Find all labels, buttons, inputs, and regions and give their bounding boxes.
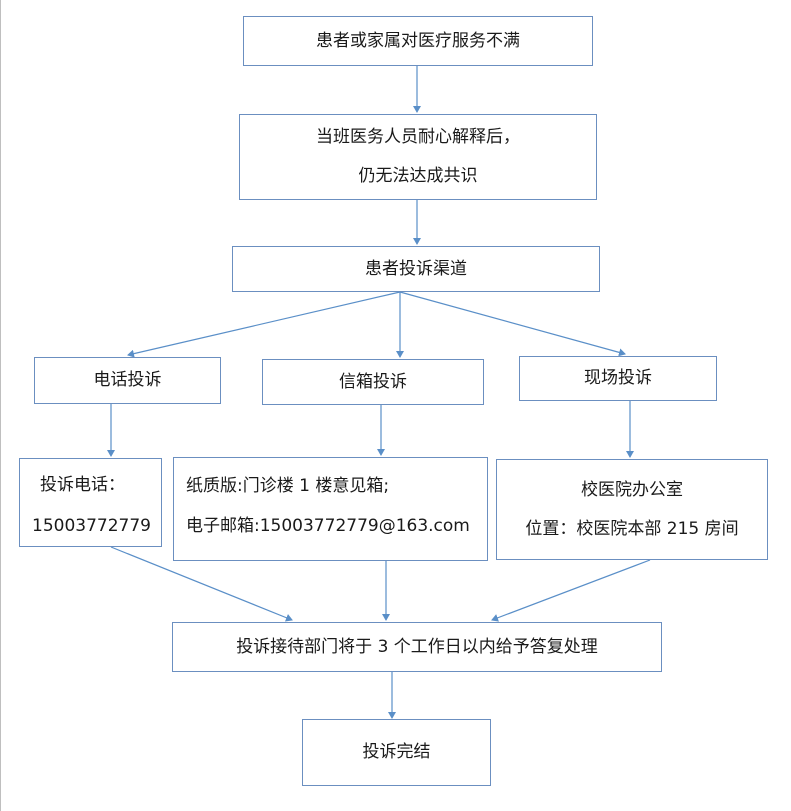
- dissatisfied-text: 患者或家属对医疗服务不满: [316, 30, 520, 51]
- phone-detail-number: 15003772779: [32, 516, 151, 536]
- mail-channel-label: 信箱投诉: [339, 371, 407, 392]
- phone-detail-box: 投诉电话： 15003772779: [19, 458, 162, 547]
- explanation-line-1: 当班医务人员耐心解释后，: [316, 127, 520, 147]
- explanation-box: 当班医务人员耐心解释后， 仍无法达成共识: [239, 114, 597, 200]
- mail-detail-box: 纸质版:门诊楼 1 楼意见箱; 电子邮箱:15003772779@163.com: [173, 457, 488, 561]
- arrow-channels-to-onsite: [399, 291, 626, 357]
- arrow-channels-to-phone: [127, 291, 401, 358]
- onsite-detail-place: 校医院办公室: [581, 479, 683, 500]
- onsite-channel-label: 现场投诉: [584, 368, 652, 388]
- done-text: 投诉完结: [362, 742, 431, 762]
- onsite-detail-location: 位置：校医院本部 215 房间: [525, 518, 739, 539]
- onsite-detail-box: 校医院办公室 位置：校医院本部 215 房间: [496, 459, 768, 560]
- phone-channel-box: 电话投诉: [34, 357, 221, 404]
- explanation-line-2: 仍无法达成共识: [358, 166, 478, 186]
- mail-detail-email: 电子邮箱:15003772779@163.com: [186, 516, 470, 536]
- page-edge-rule: [0, 0, 1, 811]
- mail-channel-box: 信箱投诉: [262, 359, 484, 405]
- arrow-phone-detail-to-reply: [110, 546, 293, 622]
- mail-detail-paper: 纸质版:门诊楼 1 楼意见箱;: [186, 476, 390, 496]
- reply-box: 投诉接待部门将于 3 个工作日以内给予答复处理: [172, 622, 662, 672]
- onsite-channel-box: 现场投诉: [519, 356, 717, 401]
- phone-channel-label: 电话投诉: [93, 370, 162, 390]
- reply-text: 投诉接待部门将于 3 个工作日以内给予答复处理: [236, 636, 598, 657]
- channels-box: 患者投诉渠道: [232, 246, 600, 292]
- channels-title: 患者投诉渠道: [365, 258, 467, 279]
- phone-detail-label: 投诉电话：: [40, 475, 125, 495]
- done-box: 投诉完结: [302, 719, 491, 786]
- arrow-onsite-detail-to-reply: [491, 559, 651, 622]
- dissatisfied-box: 患者或家属对医疗服务不满: [243, 16, 593, 66]
